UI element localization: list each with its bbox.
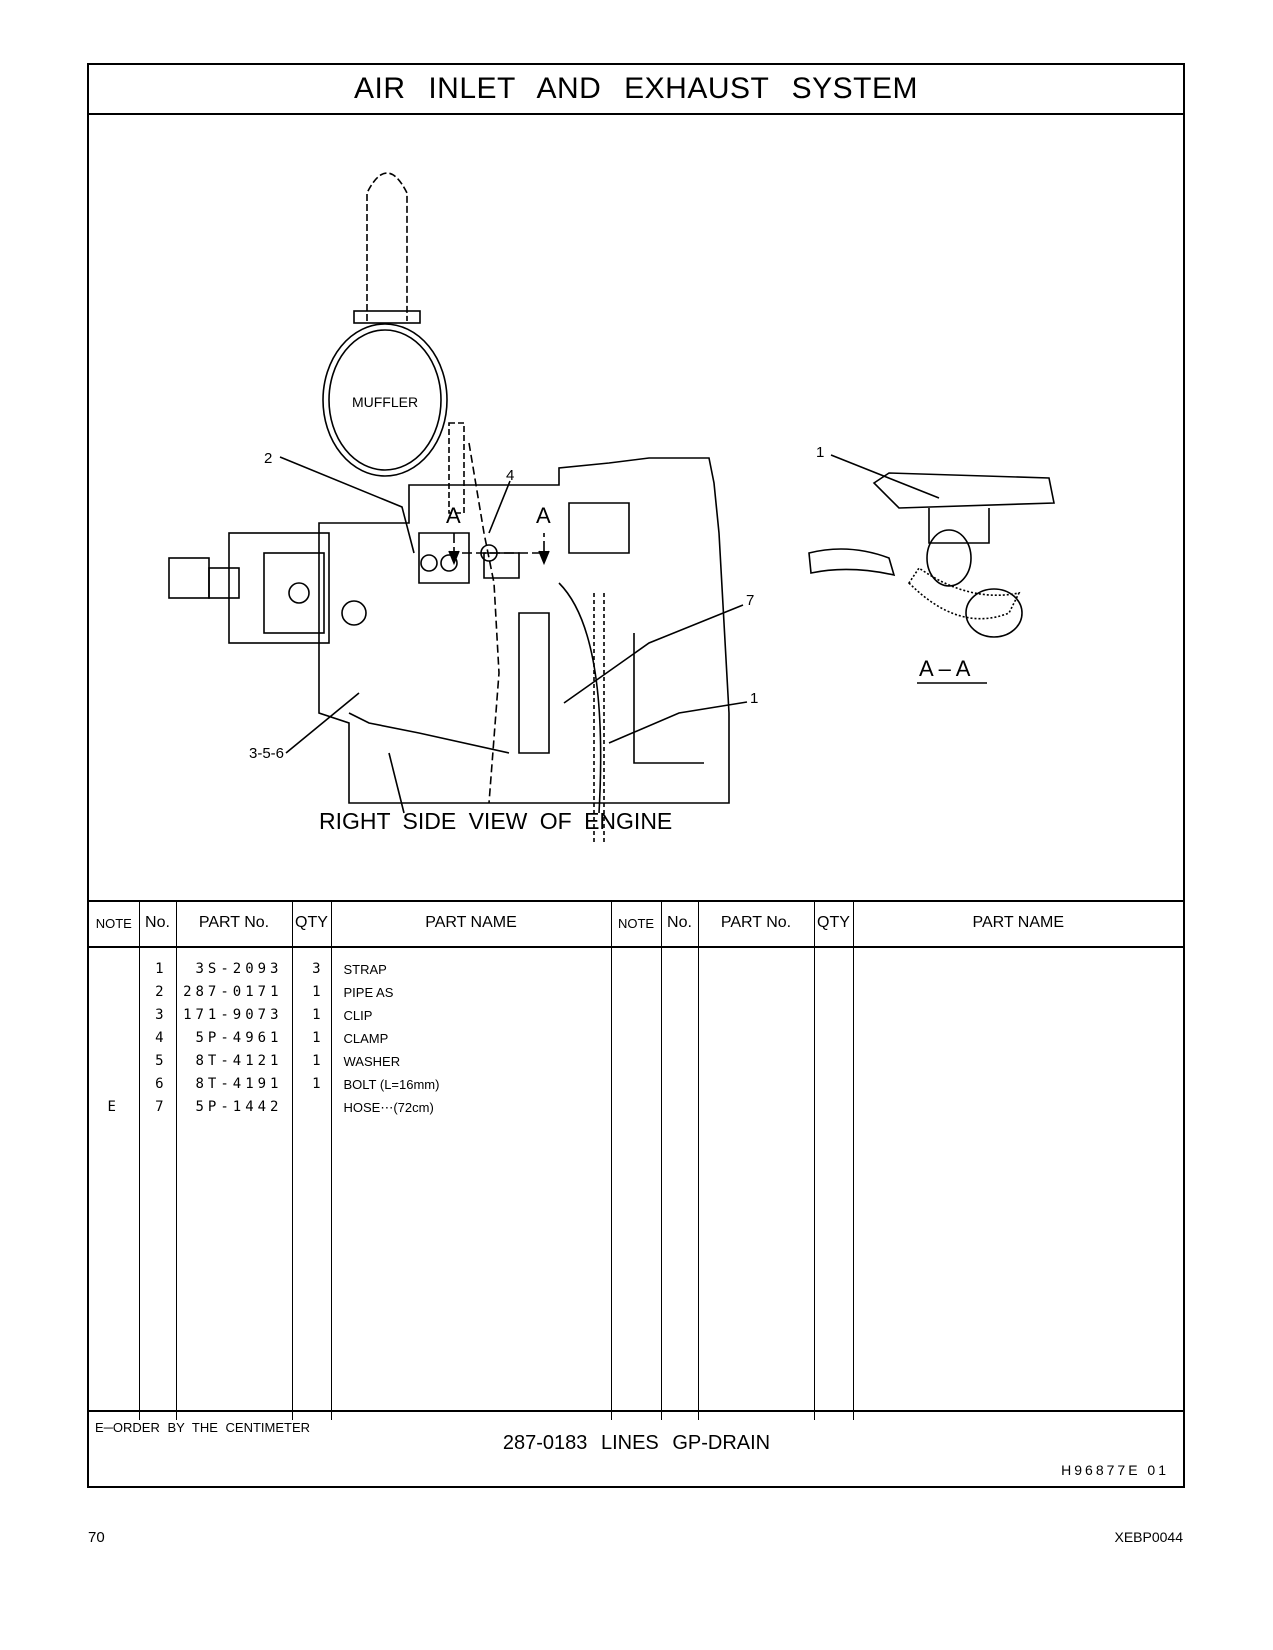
no-column: 1 2 3 4 5 6 7 (139, 947, 177, 1420)
header-note-2: NOTE (611, 900, 662, 948)
callout-1-top: 1 (816, 444, 824, 461)
table-cell-part-no: 287-0171 (183, 984, 283, 1000)
table-cell-no: 4 (155, 1030, 168, 1046)
table-cell-part-no: 5P-1442 (195, 1099, 283, 1115)
table-cell-qty: 1 (312, 1076, 325, 1092)
table-cell-qty: 3 (312, 961, 325, 977)
table-cell-note (89, 1004, 139, 1027)
table-cell-part-no: 3S-2093 (195, 961, 283, 977)
header-note: NOTE (89, 900, 140, 948)
part-name-column: STRAP PIPE AS CLIP CLAMP WASHER BOLT (L=… (331, 947, 612, 1420)
header-part-name: PART NAME (331, 900, 612, 948)
callout-7: 7 (746, 592, 754, 609)
section-view-label: A – A (919, 656, 971, 681)
table-cell-note (89, 981, 139, 1004)
table-cell-part-name: HOSE⋯(72cm) (343, 1100, 434, 1115)
section-marker-left: A (446, 503, 461, 528)
header-no: No. (139, 900, 177, 948)
section-marker-right: A (536, 503, 551, 528)
parts-table: NOTE No. PART No. QTY PART NAME NOTE No.… (89, 900, 1183, 1420)
table-cell-part-name: CLIP (343, 1008, 373, 1023)
part-no-column: 3S-2093 287-0171 171-9073 5P-4961 8T-412… (176, 947, 293, 1420)
qty-column: 3 1 1 1 1 1 (292, 947, 332, 1420)
callout-1-bottom: 1 (750, 690, 758, 707)
engine-drawing: MUFFLER 2 1 4 7 1 3-5-6 A A A – A RIGHT … (89, 113, 1183, 902)
table-cell-no: 7 (155, 1099, 168, 1115)
header-part-no-2: PART No. (698, 900, 815, 948)
publication-number: XEBP0044 (1114, 1529, 1184, 1545)
table-cell-part-no: 171-9073 (183, 1007, 283, 1023)
header-qty-2: QTY (814, 900, 854, 948)
header-no-2: No. (661, 900, 699, 948)
group-title: 287-0183 LINES GP-DRAIN (502, 1432, 771, 1454)
table-cell-part-no: 8T-4191 (195, 1076, 283, 1092)
no-column-2 (661, 947, 699, 1420)
qty-column-2 (814, 947, 854, 1420)
parts-sheet-frame: AIR INLET AND EXHAUST SYSTEM (87, 63, 1185, 1488)
table-cell-part-no: 8T-4121 (195, 1053, 283, 1069)
table-cell-part-name: CLAMP (343, 1031, 389, 1046)
table-cell-part-name: BOLT (L=16mm) (343, 1077, 440, 1092)
page-title: AIR INLET AND EXHAUST SYSTEM (89, 65, 1183, 115)
drawing-number: H96877E 01 (1061, 1462, 1169, 1478)
footnote: E─ORDER BY THE CENTIMETER (95, 1420, 311, 1435)
table-cell-no: 2 (155, 984, 168, 1000)
engine-illustration: MUFFLER 2 1 4 7 1 3-5-6 A A A – A (168, 172, 1055, 843)
table-cell-no: 6 (155, 1076, 168, 1092)
table-cell-note (89, 958, 139, 981)
table-cell-note (89, 1050, 139, 1073)
callout-2: 2 (264, 450, 272, 467)
table-cell-qty: 1 (312, 1053, 325, 1069)
header-part-name-2: PART NAME (853, 900, 1183, 948)
table-cell-qty: 1 (312, 1030, 325, 1046)
note-column: E (89, 947, 140, 1420)
table-cell-qty (293, 1096, 331, 1119)
table-header-row: NOTE No. PART No. QTY PART NAME NOTE No.… (89, 900, 1183, 948)
callout-4: 4 (506, 467, 514, 484)
table-cell-note (89, 1027, 139, 1050)
part-name-column-2 (853, 947, 1183, 1420)
drawing-caption: RIGHT SIDE VIEW OF ENGINE (319, 808, 673, 834)
table-cell-qty: 1 (312, 984, 325, 1000)
table-cell-no: 5 (155, 1053, 168, 1069)
table-cell-part-name: STRAP (343, 962, 387, 977)
note-column-2 (611, 947, 662, 1420)
header-qty: QTY (292, 900, 332, 948)
table-cell-part-name: PIPE AS (343, 985, 394, 1000)
table-body: E 1 2 3 4 5 6 7 3S-2093 287-0171 171-907… (89, 947, 1183, 1420)
muffler-label: MUFFLER (352, 394, 418, 410)
page-number: 70 (88, 1529, 105, 1546)
table-cell-note: E (107, 1099, 120, 1115)
part-no-column-2 (698, 947, 815, 1420)
callout-3-5-6: 3-5-6 (249, 745, 284, 762)
sheet-footer: E─ORDER BY THE CENTIMETER H96877E 01 (89, 1410, 1183, 1488)
table-cell-part-no: 5P-4961 (195, 1030, 283, 1046)
table-cell-note (89, 1073, 139, 1096)
table-cell-no: 1 (155, 961, 168, 977)
header-part-no: PART No. (176, 900, 293, 948)
table-cell-qty: 1 (312, 1007, 325, 1023)
table-cell-no: 3 (155, 1007, 168, 1023)
table-cell-part-name: WASHER (343, 1054, 401, 1069)
